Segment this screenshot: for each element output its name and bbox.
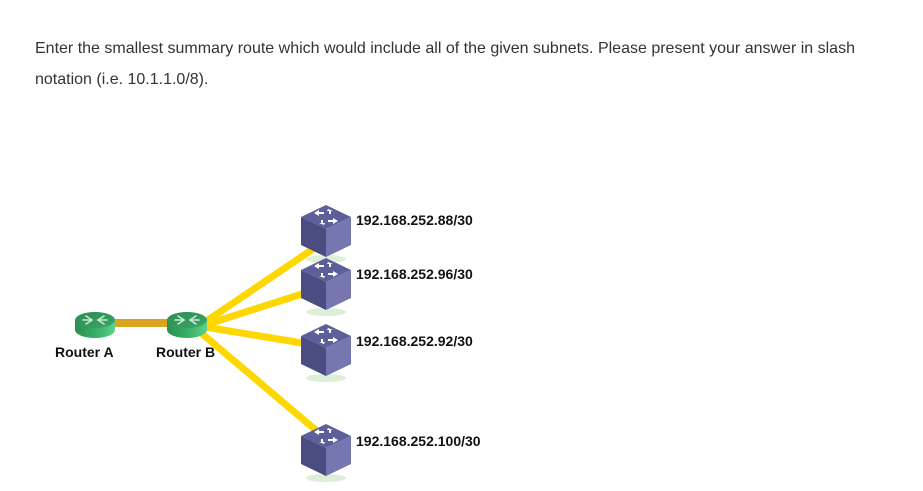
router-icon (74, 311, 116, 339)
link-router-b-switch-2 (203, 288, 310, 329)
subnet-label-2: 192.168.252.96/30 (356, 266, 473, 282)
router-a-label: Router A (55, 344, 114, 360)
question-text: Enter the smallest summary route which w… (35, 40, 855, 88)
switch-4[interactable] (301, 424, 351, 482)
router-b-label: Router B (156, 344, 215, 360)
switch-icon (301, 258, 351, 316)
subnet-label-3: 192.168.252.92/30 (356, 333, 473, 349)
switch-3[interactable] (301, 324, 351, 382)
link-router-b-switch-1 (203, 244, 318, 325)
switch-icon (301, 324, 351, 382)
subnet-label-1: 192.168.252.88/30 (356, 212, 473, 228)
router-a[interactable] (74, 311, 116, 339)
subnet-label-4: 192.168.252.100/30 (356, 433, 481, 449)
link-router-b-switch-4 (197, 329, 321, 435)
switch-icon (301, 424, 351, 482)
links (112, 244, 321, 435)
router-icon (166, 311, 208, 339)
switch-2[interactable] (301, 258, 351, 316)
link-router-b-switch-3 (204, 323, 303, 347)
router-b[interactable] (166, 311, 208, 339)
